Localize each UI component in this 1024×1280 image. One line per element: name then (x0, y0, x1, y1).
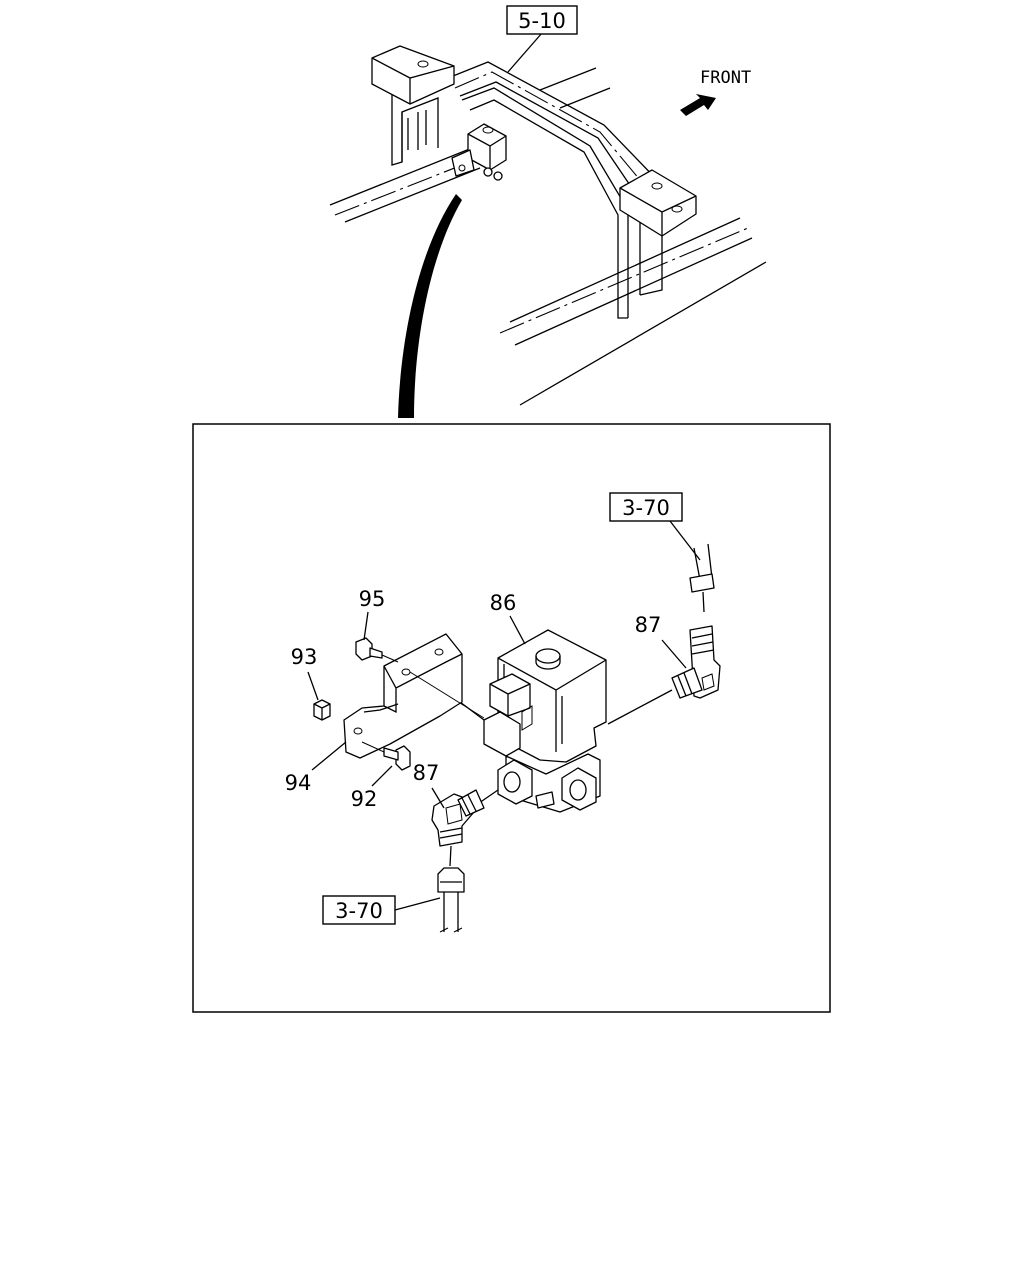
ref-top: 5-10 (506, 5, 578, 35)
bolt-95 (355, 637, 399, 663)
label-87-lower: 87 (413, 761, 440, 785)
lower-pipe: 3-70 (322, 867, 465, 933)
valve-on-frame (451, 123, 507, 181)
ref-lower-left-text: 3-70 (335, 899, 383, 923)
label-92: 92 (351, 787, 378, 811)
elbow-fitting-lower (431, 789, 485, 867)
upper-pipe: 3-70 (609, 492, 715, 613)
label-95: 95 (359, 587, 386, 611)
front-direction: FRONT (680, 68, 751, 116)
label-86: 86 (490, 591, 517, 615)
bolt-92 (361, 741, 411, 771)
ref-top-text: 5-10 (518, 9, 566, 33)
detail-frame (192, 423, 831, 1013)
ref-upper-right-text: 3-70 (622, 496, 670, 520)
label-94: 94 (285, 771, 312, 795)
chassis-overview (329, 32, 767, 406)
solenoid-valve (459, 629, 673, 813)
front-label: FRONT (700, 68, 751, 88)
callout-connector (398, 194, 462, 418)
label-93: 93 (291, 645, 318, 669)
mounting-bracket (343, 633, 485, 759)
label-87-upper: 87 (635, 613, 662, 637)
elbow-fitting-upper (671, 625, 721, 699)
front-arrow-icon (680, 94, 716, 116)
nut-93 (313, 699, 331, 721)
part-labels: 95 86 87 93 94 92 87 (285, 587, 687, 811)
